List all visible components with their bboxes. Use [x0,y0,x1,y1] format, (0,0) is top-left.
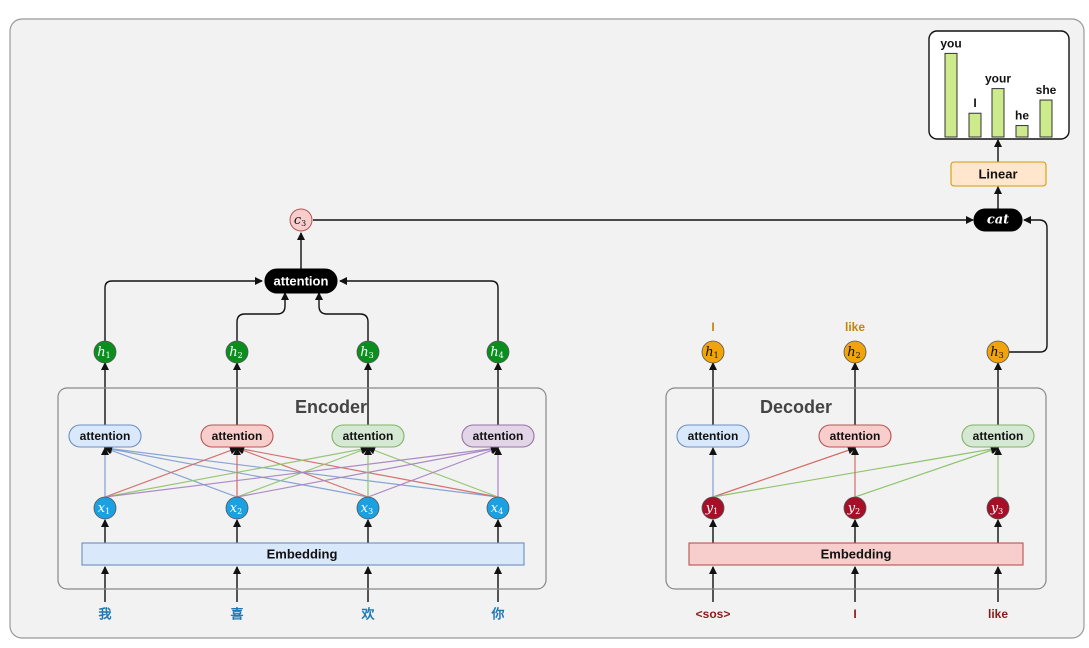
output-bar-5 [1039,99,1053,138]
decoder-attn-edge-1-2 [712,446,856,498]
decoder-box [665,387,1047,590]
encoder-embedding-box [81,542,525,566]
output-bar-label-3: your [985,72,1011,86]
decoder-h-node-3-label: h3 [990,345,1003,360]
encoder-h-node-3 [356,340,380,364]
encoder-input-token-2: 喜 [230,607,243,622]
output-bar-label-5: she [1036,83,1057,97]
encoder-h-node-4 [486,340,510,364]
encoder-input-token-1: 我 [98,607,111,622]
edge-decoder-h3-to-cat [1009,216,1048,353]
encoder-attention-3 [331,424,405,448]
encoder-x-node-2-label: x2 [230,501,242,516]
encoder-attention-3-label: attention [343,429,394,443]
decoder-title: Decoder [760,397,832,417]
decoder-y-node-1 [701,496,725,520]
encoder-embedding-label: Embedding [267,547,338,562]
output-bar-label-1: you [940,36,961,50]
decoder-input-token-1: <sos> [696,607,731,621]
decoder-h-node-1 [701,340,725,364]
decoder-y-node-2 [843,496,867,520]
encoder-box [57,387,547,590]
decoder-y-node-1-label: y1 [705,501,718,516]
encoder-attn-edge-1-4 [104,444,499,498]
encoder-h-node-2-label: h2 [229,345,242,360]
cat-node [973,208,1023,232]
cross-attention [264,268,338,294]
encoder-attention-2-label: attention [212,429,263,443]
decoder-output-token-1: I [711,320,714,334]
decoder-h-node-3 [986,340,1010,364]
encoder-input-token-3: 欢 [360,607,375,622]
encoder-x-node-4-label: x4 [491,501,503,516]
output-bar-1 [944,52,958,138]
edge-h1-to-cross-attention [104,277,263,341]
encoder-x-node-1 [93,496,117,520]
encoder-attention-1 [68,424,142,448]
output-bar-3 [991,88,1005,138]
output-bar-label-4: he [1015,109,1029,123]
decoder-embedding-box [688,542,1024,566]
linear-box [950,161,1047,187]
encoder-h-node-2 [225,340,249,364]
output-bar-label-2: I [973,96,976,110]
encoder-input-token-4: 你 [490,607,504,622]
decoder-attention-2 [818,424,892,448]
decoder-embedding-label: Embedding [821,547,892,562]
encoder-x-node-3-label: x3 [361,501,373,516]
edge-h3-to-cross-attention [315,292,369,341]
decoder-h-node-1-label: h1 [705,345,718,360]
decoder-input-token-2: I [853,607,856,621]
output-bar-2 [968,112,982,138]
edge-h2-to-cross-attention [236,292,289,341]
decoder-input-token-3: like [988,607,1008,621]
decoder-output-token-2: like [845,320,865,334]
decoder-attn-edge-2-3 [854,446,999,498]
decoder-y-node-2-label: y2 [847,501,860,516]
decoder-h-node-2 [843,340,867,364]
edge-h4-to-cross-attention [339,277,499,341]
decoder-attention-3-label: attention [973,429,1024,443]
encoder-attention-4-label: attention [473,429,524,443]
output-bar-4 [1015,125,1029,138]
encoder-h-node-4-label: h4 [490,345,503,360]
encoder-h-node-1-label: h1 [97,345,110,360]
encoder-attn-edge-1-2 [104,446,238,498]
encoder-h-node-3-label: h3 [360,345,373,360]
decoder-y-node-3-label: y3 [990,501,1003,516]
encoder-x-node-3 [356,496,380,520]
encoder-attention-4 [461,424,535,448]
output-distribution-box [928,30,1070,140]
context-node-label: c3 [294,213,306,228]
decoder-attention-1 [676,424,750,448]
decoder-h-node-2-label: h2 [847,345,860,360]
cat-node-label: cat [987,213,1009,228]
encoder-attention-2 [200,424,274,448]
encoder-x-node-2 [225,496,249,520]
decoder-attention-1-label: attention [688,429,739,443]
encoder-attention-1-label: attention [80,429,131,443]
encoder-x-node-4 [486,496,510,520]
cross-attention-label: attention [274,274,329,289]
encoder-x-node-1-label: x1 [98,501,110,516]
context-node [289,208,313,232]
decoder-attention-2-label: attention [830,429,881,443]
background-panel [9,18,1085,639]
encoder-h-node-1 [93,340,117,364]
decoder-attention-3 [961,424,1035,448]
decoder-y-node-3 [986,496,1010,520]
encoder-attn-edge-3-4 [367,446,499,498]
encoder-title: Encoder [295,397,367,417]
linear-label: Linear [978,167,1017,182]
